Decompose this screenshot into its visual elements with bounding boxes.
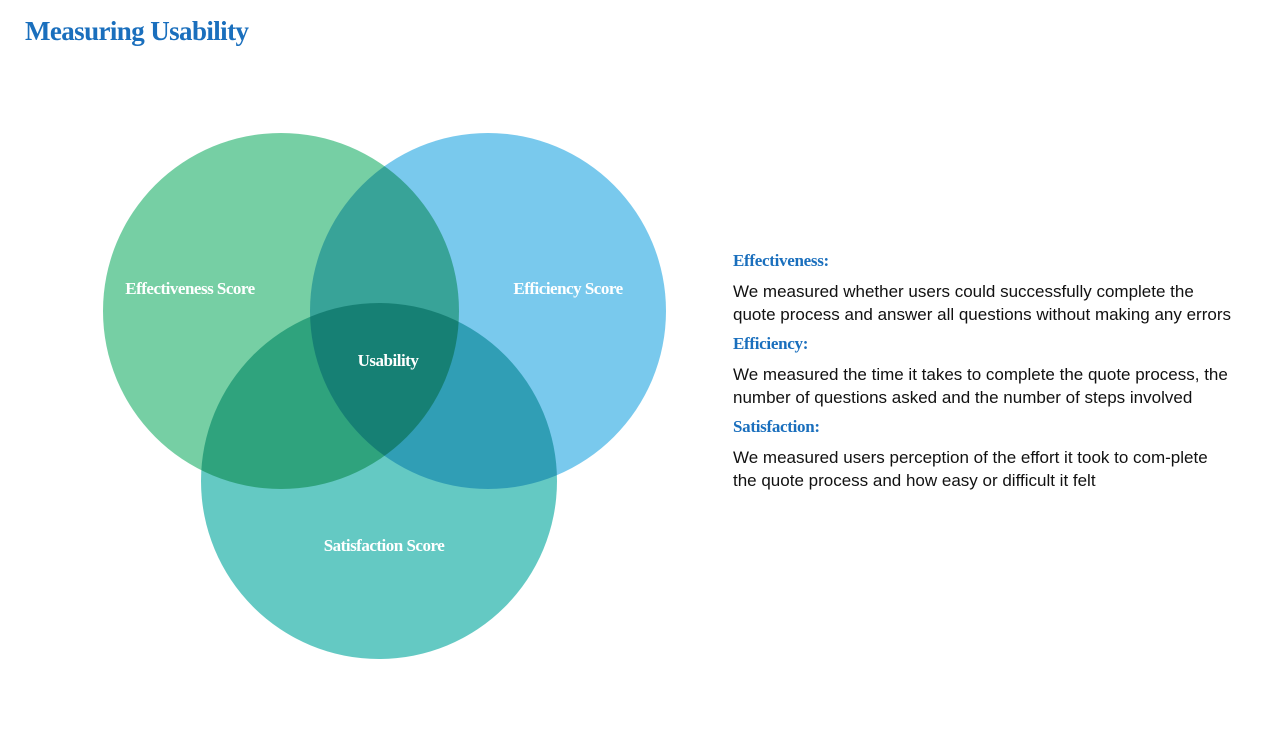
- page-title: Measuring Usability: [25, 16, 249, 46]
- effectiveness-score-label: Effectiveness Score: [125, 279, 255, 298]
- definition-heading: Efficiency:: [733, 334, 809, 353]
- definition-efficiency: Efficiency: We measured the time it take…: [733, 334, 1233, 409]
- definition-body: We measured the time it takes to complet…: [733, 365, 1228, 407]
- definition-effectiveness: Effectiveness: We measured whether users…: [733, 251, 1233, 326]
- venn-circles: [103, 133, 666, 659]
- satisfaction-score-label: Satisfaction Score: [323, 536, 445, 555]
- efficiency-score-label: Efficiency Score: [513, 279, 623, 298]
- definition-heading: Satisfaction:: [733, 417, 820, 436]
- definition-heading: Effectiveness:: [733, 251, 829, 270]
- satisfaction-circle: [201, 303, 557, 659]
- definitions-panel: Effectiveness: We measured whether users…: [733, 251, 1233, 500]
- definition-satisfaction: Satisfaction: We measured users percepti…: [733, 417, 1233, 492]
- usability-center-label: Usability: [357, 351, 419, 370]
- definition-body: We measured users perception of the effo…: [733, 448, 1208, 490]
- usability-venn-diagram: Effectiveness Score Efficiency Score Sat…: [103, 133, 666, 659]
- definition-body: We measured whether users could successf…: [733, 282, 1231, 324]
